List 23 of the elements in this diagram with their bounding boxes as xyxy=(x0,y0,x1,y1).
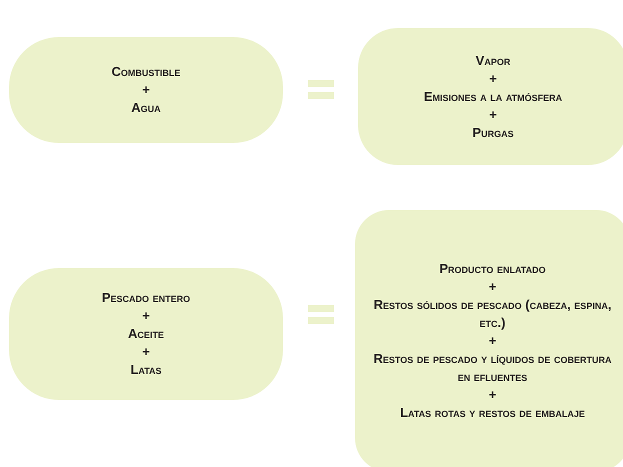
box-text: + xyxy=(142,343,150,361)
box-text: Restos de pescado y líquidos de cobertura en efluentes xyxy=(372,350,612,386)
box-text: Purgas xyxy=(472,124,514,142)
box-text: Aceite xyxy=(128,325,164,343)
box-text: Combustible xyxy=(112,63,180,81)
box-text: Latas xyxy=(130,361,162,379)
box-text: Pescado entero xyxy=(102,289,190,307)
box-text: + xyxy=(488,332,498,350)
box-text: Producto enlatado xyxy=(438,260,547,278)
box-text: + xyxy=(488,278,498,296)
box-text: Agua xyxy=(131,99,161,117)
rounded-box xyxy=(9,268,283,400)
rounded-box xyxy=(355,210,623,467)
rounded-box xyxy=(358,28,623,165)
box-text: + xyxy=(489,106,497,124)
box-text: Emisiones a la atmósfera xyxy=(424,88,562,106)
box-text: + xyxy=(489,70,497,88)
box-text: + xyxy=(142,81,150,99)
box-text: + xyxy=(488,386,498,404)
box-text: Latas rotas y restos de embalaje xyxy=(399,404,586,422)
box-text: + xyxy=(142,307,150,325)
box-text: Restos sólidos de pescado (cabeza, espina, etc.) xyxy=(372,296,612,332)
box-text: Vapor xyxy=(476,52,510,70)
